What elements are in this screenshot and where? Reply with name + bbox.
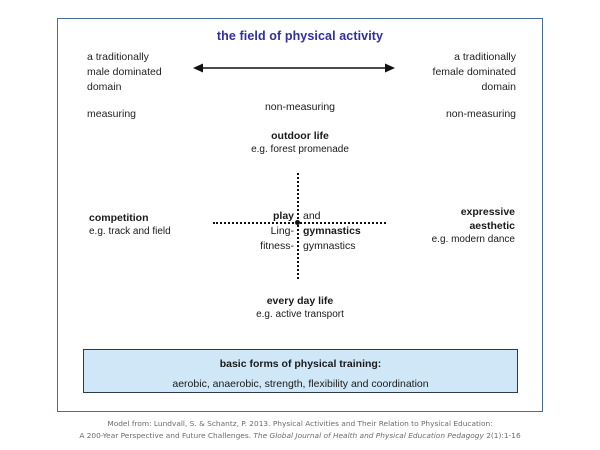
- node-competition: competition e.g. track and field: [89, 211, 239, 239]
- pole-left-line-2: male dominated: [87, 66, 162, 78]
- node-competition-title: competition: [89, 212, 149, 224]
- node-outdoor-life: outdoor life e.g. forest promenade: [58, 129, 542, 157]
- node-expressive-aesthetic-title-line-1: expressive: [460, 206, 515, 218]
- node-outdoor-life-subtitle: e.g. forest promenade: [251, 144, 349, 155]
- center-measure-label: non-measuring: [264, 101, 336, 113]
- node-every-day-life: every day life e.g. active transport: [58, 294, 542, 322]
- pole-right-line-2: female dominated: [432, 66, 516, 78]
- citation-line-1: Model from: Lundvall, S. & Schantz, P. 2…: [107, 419, 493, 428]
- pole-right-measure: non-measuring: [445, 108, 516, 120]
- cross-left-line-3: fitness-: [260, 240, 294, 252]
- citation-line-2-prefix: A 200-Year Perspective and Future Challe…: [79, 430, 254, 440]
- node-competition-subtitle: e.g. track and field: [89, 226, 171, 237]
- cross-left-text: play Ling- fitness-: [178, 209, 294, 254]
- citation-line-2-suffix: 2(1):1-16: [483, 430, 521, 440]
- diagram-title: the field of physical activity: [216, 29, 384, 43]
- dotted-vertical-axis: [297, 173, 299, 279]
- node-expressive-aesthetic-subtitle: e.g. modern dance: [431, 234, 515, 245]
- pole-right: a traditionally female dominated domain …: [386, 50, 516, 122]
- node-outdoor-life-title: outdoor life: [271, 130, 329, 142]
- cross-right-line-3: gymnastics: [303, 240, 356, 252]
- cross-right-text: and gymnastics gymnastics: [303, 209, 443, 254]
- axis-center-dot-icon: [295, 220, 300, 225]
- basic-forms-box: basic forms of physical training: aerobi…: [83, 349, 518, 393]
- pole-left-measure: measuring: [87, 108, 137, 120]
- cross-right-line-2: gymnastics: [303, 225, 361, 237]
- pole-left-line-1: a traditionally: [87, 51, 149, 63]
- pole-left: a traditionally male dominated domain me…: [87, 50, 207, 122]
- node-every-day-life-title: every day life: [266, 295, 334, 307]
- pole-left-line-3: domain: [87, 81, 122, 93]
- pole-right-line-3: domain: [481, 81, 516, 93]
- node-expressive-aesthetic-title-line-2: aesthetic: [469, 220, 515, 232]
- double-headed-horizontal-arrow-icon: [193, 63, 395, 73]
- citation-line-2: A 200-Year Perspective and Future Challe…: [0, 430, 600, 442]
- basic-forms-title: basic forms of physical training:: [219, 358, 382, 370]
- diagram-frame: the field of physical activity a traditi…: [57, 18, 543, 412]
- citation-journal-name: The Global Journal of Health and Physica…: [253, 430, 484, 440]
- node-expressive-aesthetic: expressive aesthetic e.g. modern dance: [365, 205, 515, 247]
- node-every-day-life-subtitle: e.g. active transport: [256, 309, 344, 320]
- basic-forms-body: aerobic, anaerobic, strength, flexibilit…: [172, 378, 429, 390]
- cross-left-line-2: Ling-: [270, 225, 294, 237]
- citation: Model from: Lundvall, S. & Schantz, P. 2…: [0, 418, 600, 441]
- pole-right-line-1: a traditionally: [454, 51, 516, 63]
- cross-left-line-1: play: [272, 210, 294, 222]
- cross-right-line-1: and: [303, 210, 321, 222]
